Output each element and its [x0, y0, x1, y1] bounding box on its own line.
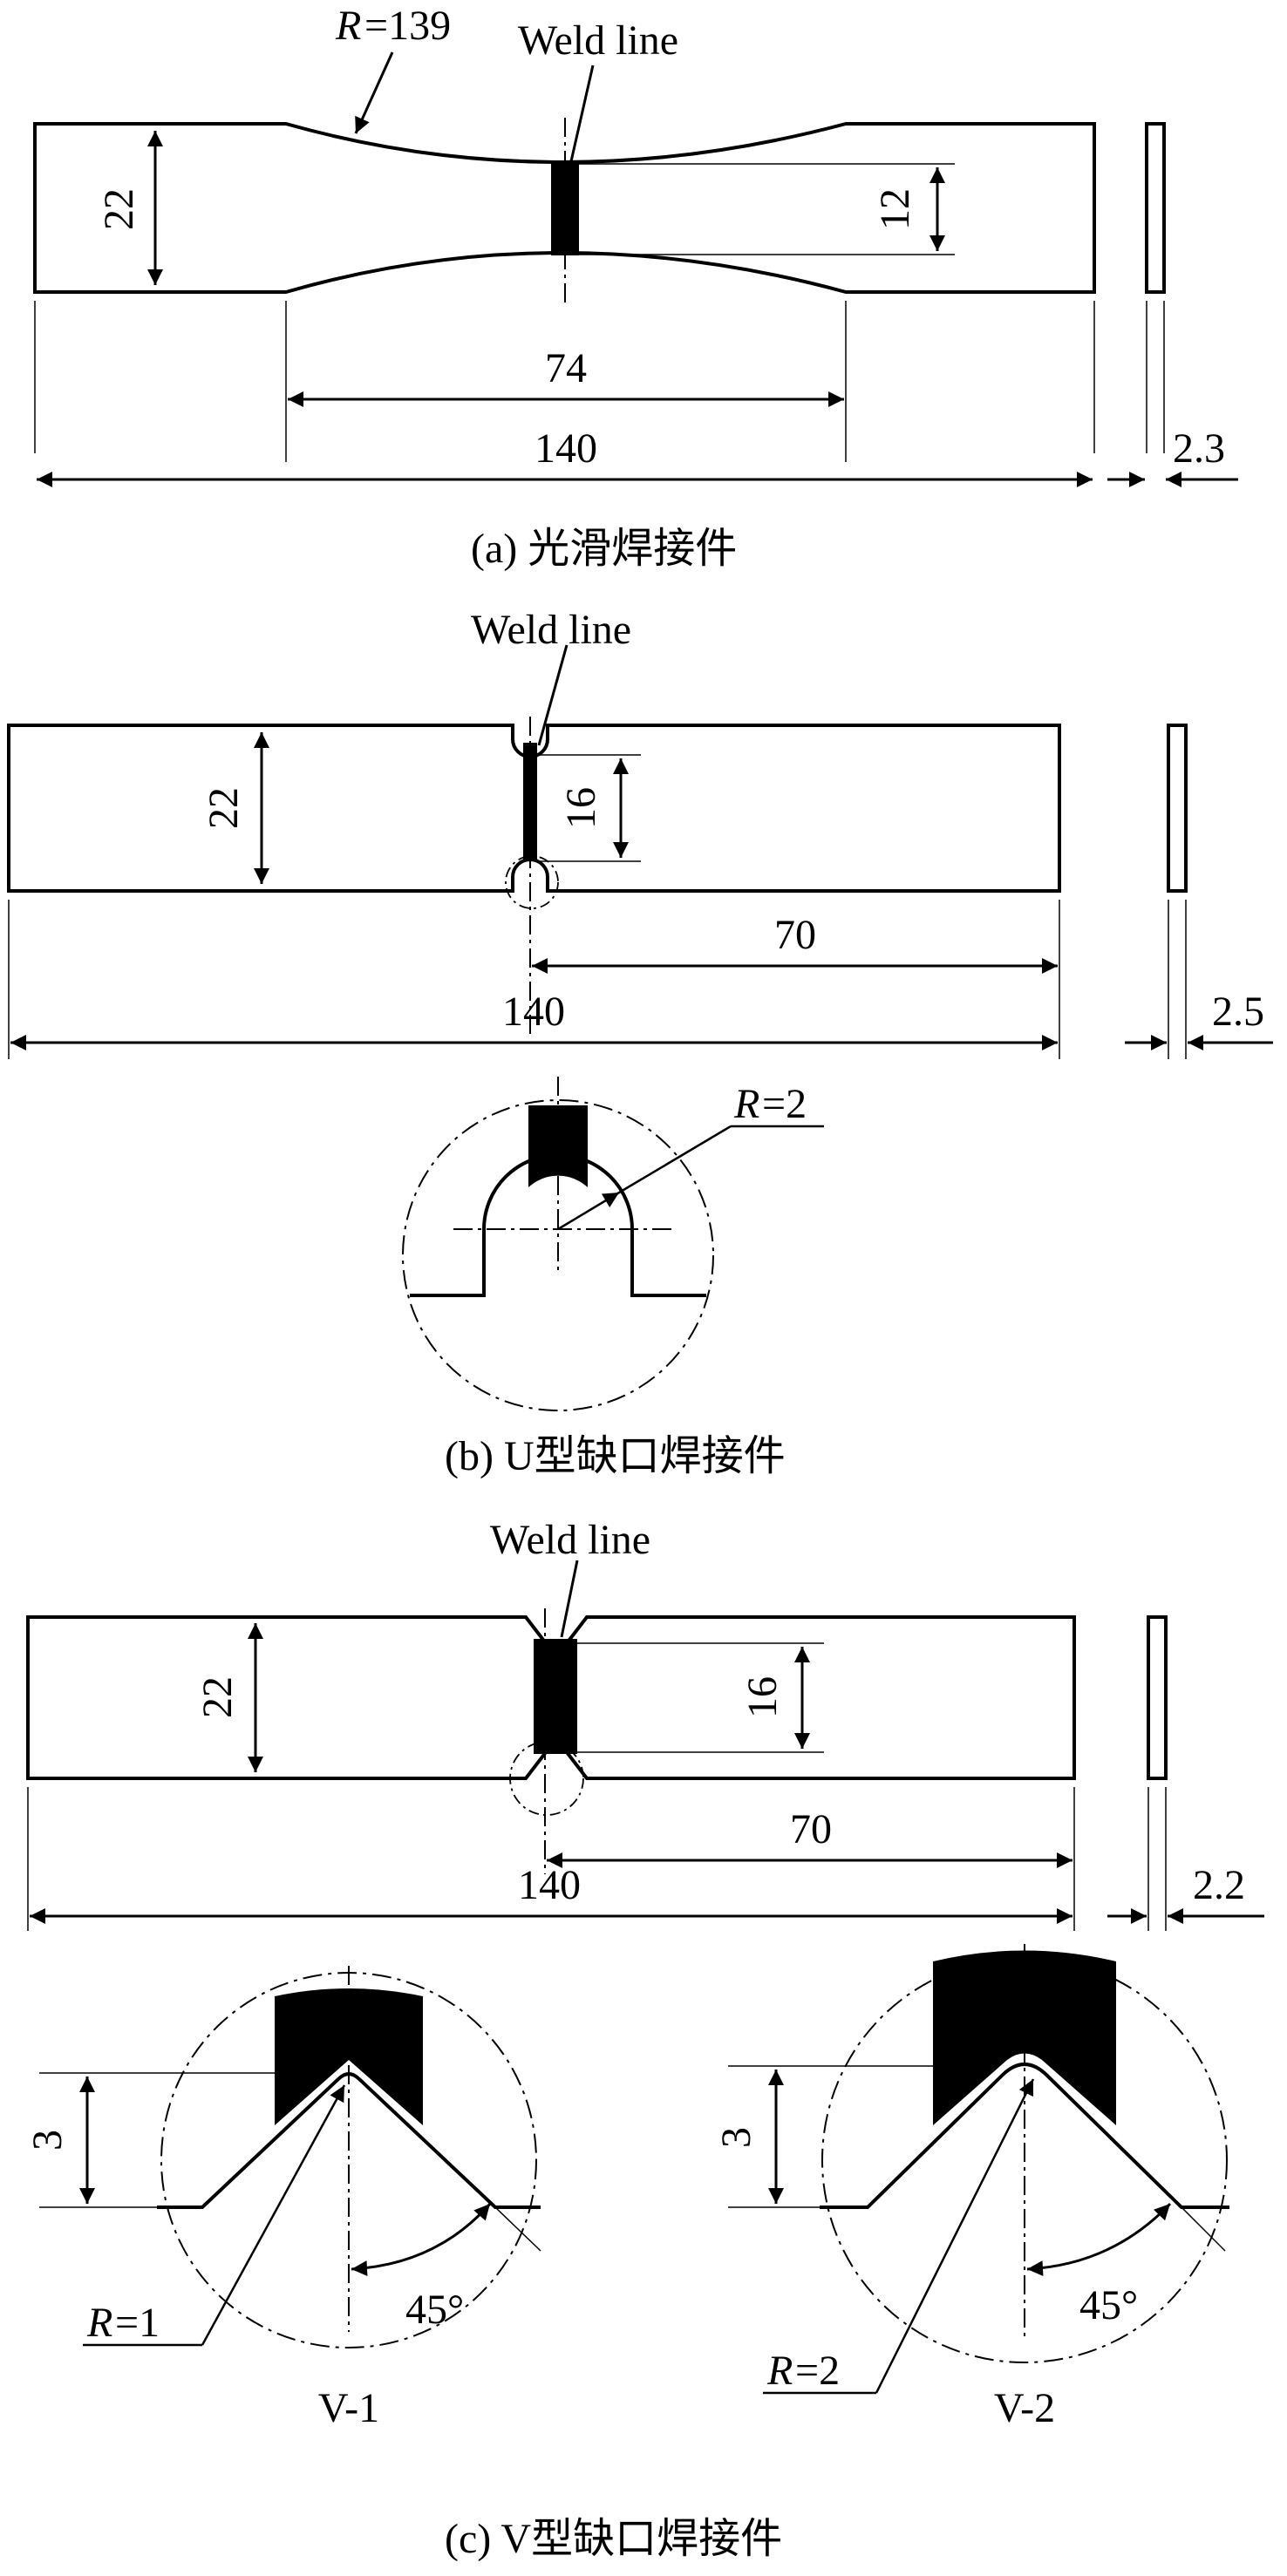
side-view-b: [1167, 724, 1188, 893]
v1-angle-arc: [351, 2203, 492, 2277]
u-notch-detail-radius-leader-ext: [618, 1125, 732, 1194]
specimen-b-outline: [7, 724, 1061, 893]
v1-angle-ext: [494, 2206, 541, 2252]
caption-a: (a) 光滑焊接件: [471, 526, 737, 572]
dim-neck-a-label: 12: [872, 188, 918, 230]
v2-angle-ext: [1181, 2206, 1226, 2252]
caption-c: (c) V型缺口焊接件: [445, 2516, 782, 2562]
weld-label-c: Weld line: [490, 1517, 650, 1563]
dim-half-c-label: 70: [790, 1806, 832, 1852]
weld-leader-c: [560, 1560, 579, 1638]
v2-name: V-2: [994, 2385, 1055, 2431]
v1-name: V-1: [318, 2385, 379, 2431]
weld-leader-a: [569, 65, 595, 162]
v1-radius-leader: [201, 2084, 346, 2346]
weld-label-a: Weld line: [518, 17, 678, 64]
v1-depth-label: 3: [24, 2130, 71, 2151]
dim-length-c-label: 140: [518, 1862, 581, 1908]
v2-radius-leader: [875, 2078, 1035, 2394]
notch-detail-ring-b: [505, 855, 559, 909]
weld-label-b: Weld line: [471, 607, 631, 653]
specimen-b: Weld line 22 16 70 140 2.5 R =2: [7, 607, 1273, 1479]
v2-depth-label: 3: [713, 2127, 759, 2148]
notch-detail-ring-c: [509, 1741, 584, 1816]
specimen-c: Weld line 22 16 70 140 2.2: [24, 1517, 1264, 2562]
v1-detail: 3 45° R =1 V-1: [24, 1966, 541, 2431]
v1-angle-label: 45°: [405, 2287, 464, 2333]
specimen-a-outline: [33, 122, 1096, 294]
dim-thick-c-label: 2.2: [1193, 1862, 1245, 1908]
specimen-a: R =139 Weld line 22 12 74 140 2.3 (a) 光滑…: [33, 3, 1238, 572]
u-notch-detail-circle: [402, 1099, 714, 1411]
weld-leader-b: [537, 644, 569, 746]
v2-radius-label: R: [766, 2348, 793, 2394]
dim-width-c-label: 22: [194, 1676, 241, 1718]
dim-length-b-label: 140: [502, 989, 565, 1035]
dim-thick-a-label: 2.3: [1173, 425, 1225, 472]
side-view-c: [1147, 1615, 1168, 1780]
v2-detail: 3 45° R =2 V-2: [713, 1944, 1229, 2431]
side-view-a: [1145, 122, 1166, 294]
dim-gauge-a-label: 74: [545, 345, 587, 391]
v2-angle-label: 45°: [1079, 2282, 1138, 2328]
u-notch-radius-label: R: [733, 1081, 759, 1127]
dim-width-b-label: 22: [201, 787, 247, 829]
v2-notch-profile: [820, 2063, 1229, 2209]
v2-radius-value: =2: [795, 2348, 840, 2394]
u-notch-radius-value: =2: [762, 1081, 807, 1127]
caption-b: (b) U型缺口焊接件: [445, 1433, 786, 1479]
radius-leader-a: [354, 51, 394, 134]
dim-length-a-label: 140: [535, 425, 597, 472]
v1-radius-label: R: [86, 2300, 112, 2346]
v1-radius-value: =1: [115, 2300, 160, 2346]
radius-label-a: R: [335, 3, 361, 49]
radius-value-a: =139: [364, 3, 451, 49]
dim-width-a-label: 22: [96, 188, 142, 230]
dim-lig-b-label: 16: [558, 787, 604, 829]
v2-angle-arc: [1026, 2202, 1172, 2277]
weld-c: [534, 1639, 577, 1754]
dim-half-b-label: 70: [774, 912, 816, 958]
dim-lig-c-label: 16: [739, 1676, 786, 1718]
u-notch-detail-radius-leader: [557, 1191, 620, 1231]
dim-thick-b-label: 2.5: [1212, 989, 1264, 1035]
